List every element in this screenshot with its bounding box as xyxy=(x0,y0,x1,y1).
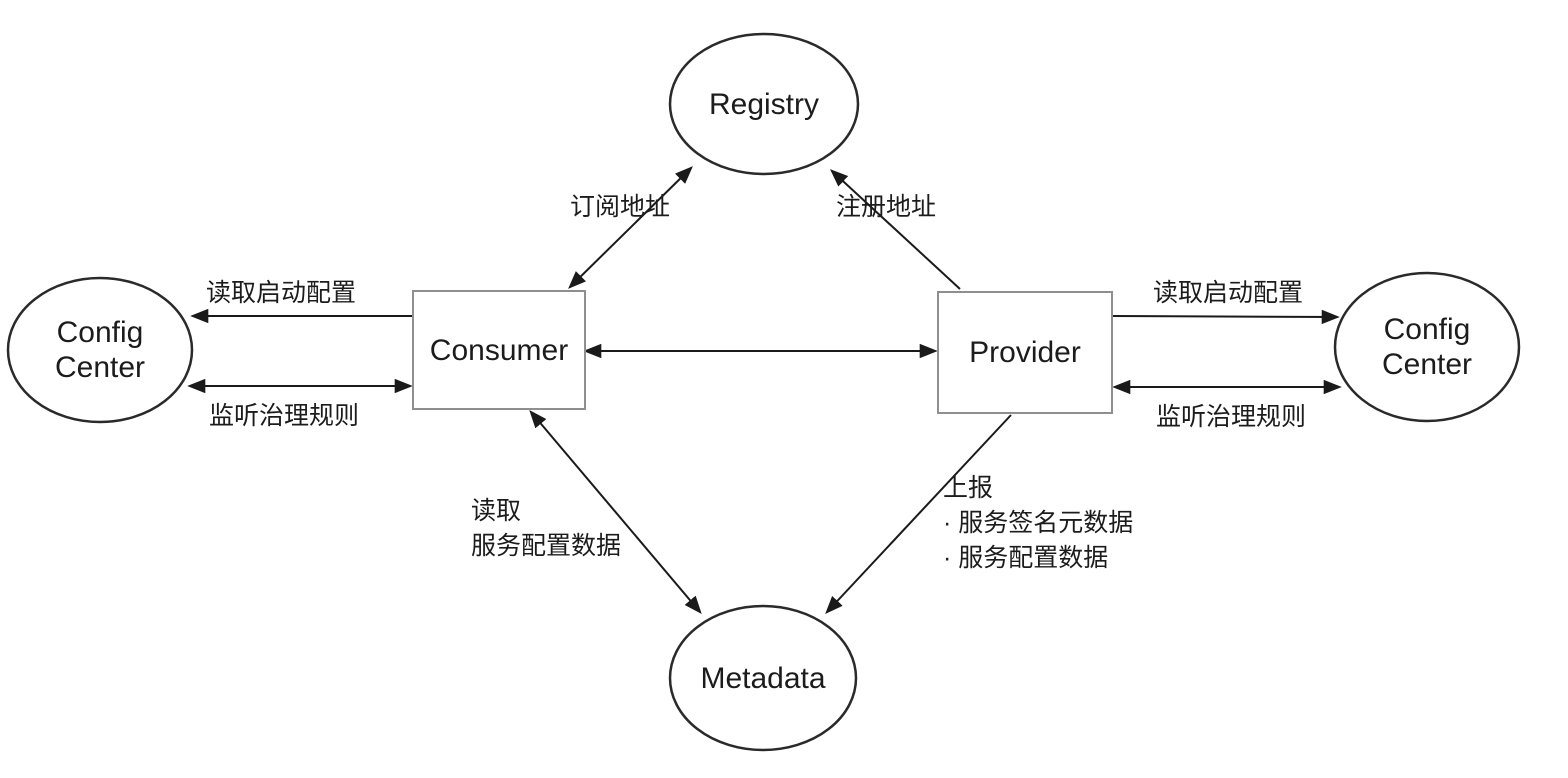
edge-consumer-registry xyxy=(568,166,693,289)
metadata-node-shape xyxy=(668,604,858,752)
edge-provider-metadata xyxy=(825,414,1012,614)
edge-consumer-metadata xyxy=(529,409,702,615)
consumer-node-shape xyxy=(412,290,586,410)
edge-provider-registry xyxy=(830,169,961,290)
config-center-right-node-shape xyxy=(1333,271,1521,423)
config-center-left-node-shape xyxy=(6,276,194,424)
registry-node-shape xyxy=(668,32,860,176)
edge-provider-configright-read xyxy=(1112,309,1340,325)
provider-node-shape xyxy=(937,291,1113,414)
